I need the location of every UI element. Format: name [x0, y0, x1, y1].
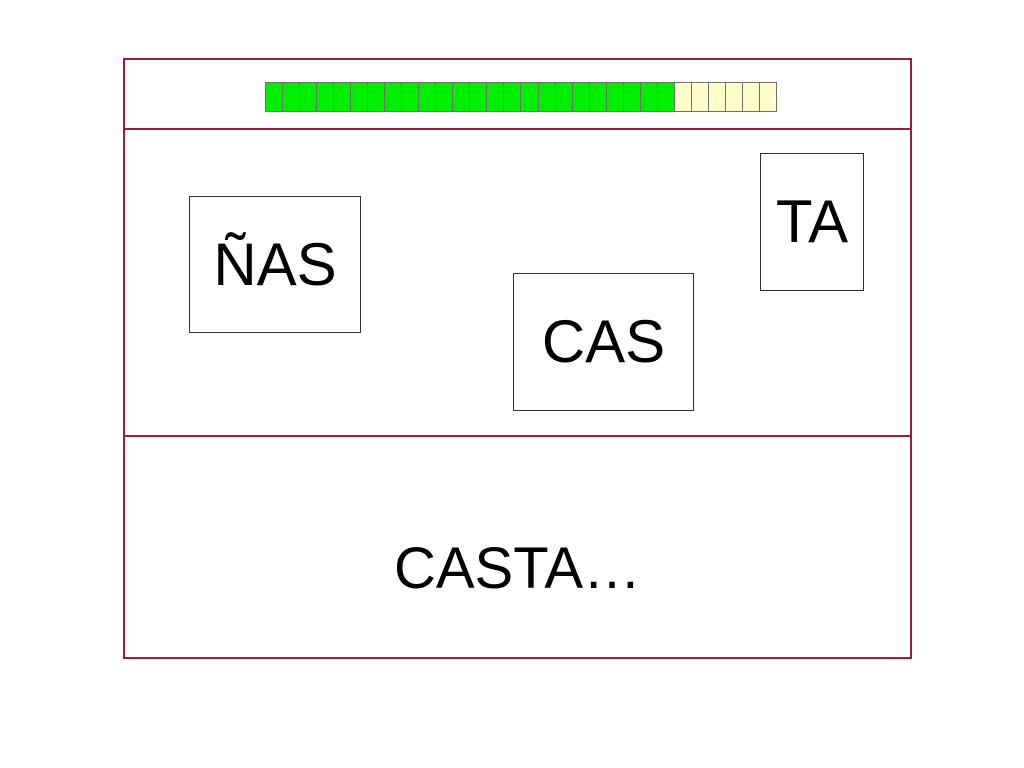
progress-segment-filled	[520, 82, 539, 112]
syllable-card-ta[interactable]: TA	[760, 153, 864, 291]
bottom-divider	[125, 435, 910, 437]
progress-segment-filled	[418, 82, 437, 112]
progress-segment-empty	[690, 82, 709, 112]
top-divider	[125, 128, 910, 130]
progress-segment-empty	[741, 82, 760, 112]
progress-segment-empty	[673, 82, 692, 112]
progress-segment-filled	[282, 82, 301, 112]
syllable-label-cas: CAS	[541, 308, 666, 375]
progress-segment-filled	[503, 82, 522, 112]
progress-segment-filled	[435, 82, 454, 112]
progress-segment-filled	[316, 82, 335, 112]
progress-segment-filled	[605, 82, 624, 112]
progress-segment-filled	[384, 82, 403, 112]
progress-segment-filled	[537, 82, 556, 112]
progress-segment-filled	[639, 82, 658, 112]
progress-segment-empty	[724, 82, 743, 112]
progress-segment-empty	[707, 82, 726, 112]
syllable-card-cas[interactable]: CAS	[513, 273, 694, 411]
progress-segment-filled	[469, 82, 488, 112]
game-frame: ÑAS TA CAS CASTA…	[123, 58, 912, 659]
syllable-label-nas: ÑAS	[213, 230, 337, 298]
progress-segment-filled	[333, 82, 352, 112]
syllable-card-nas[interactable]: ÑAS	[189, 196, 361, 333]
progress-segment-filled	[588, 82, 607, 112]
progress-segment-filled	[554, 82, 573, 112]
progress-segment-filled	[367, 82, 386, 112]
progress-segment-empty	[758, 82, 777, 112]
progress-segment-filled	[486, 82, 505, 112]
syllable-label-ta: TA	[775, 188, 849, 255]
progress-bar	[265, 82, 777, 112]
progress-segment-filled	[571, 82, 590, 112]
progress-segment-filled	[265, 82, 284, 112]
progress-segment-filled	[622, 82, 641, 112]
progress-segment-filled	[299, 82, 318, 112]
target-word: CASTA…	[393, 536, 642, 601]
progress-segment-filled	[656, 82, 675, 112]
progress-segment-filled	[452, 82, 471, 112]
progress-segment-filled	[350, 82, 369, 112]
progress-segment-filled	[401, 82, 420, 112]
